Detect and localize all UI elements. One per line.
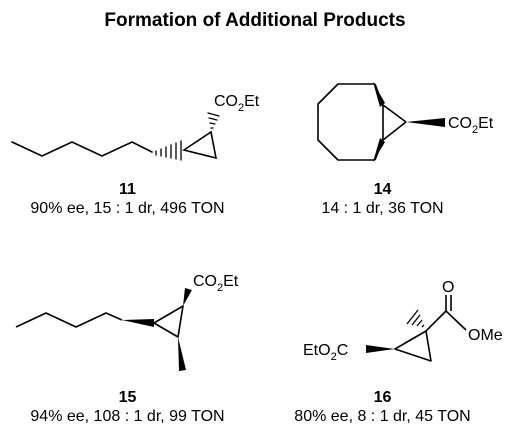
caption-compound-14: 14 14 : 1 dr, 36 TON (255, 180, 510, 218)
structure-11 (11, 112, 220, 161)
ester-label-15: CO2Et (193, 273, 239, 294)
caption-compound-11: 11 90% ee, 15 : 1 dr, 496 TON (0, 180, 255, 218)
cyclopropane-15 (153, 305, 184, 338)
cyclooctane-ring (317, 83, 375, 161)
hashed-bond-16 (406, 309, 425, 328)
structure-16 (394, 295, 467, 362)
hashed-bond-11b (207, 112, 220, 129)
compound-number-11: 11 (119, 181, 136, 198)
wedge-bond-14b (373, 138, 385, 162)
ester-label-11: CO2Et (214, 93, 260, 114)
cyclopropane-16 (394, 330, 432, 362)
compound-result-15: 94% ee, 108 : 1 dr, 99 TON (30, 408, 225, 425)
caption-compound-16: 16 80% ee, 8 : 1 dr, 45 TON (255, 388, 510, 426)
wedge-bond-14c (406, 118, 445, 127)
figure-title: Formation of Additional Products (104, 10, 406, 31)
hashed-bond-11 (155, 140, 182, 161)
wedge-bond-16 (366, 345, 395, 353)
cyclopropane-11 (182, 130, 218, 160)
compound-result-16: 80% ee, 8 : 1 dr, 45 TON (294, 408, 471, 425)
wedge-bond-15c (178, 337, 186, 371)
structure-14 (317, 83, 407, 161)
ester-label-16: EtO2C (303, 342, 348, 363)
carbonyl-oxygen-label: O (442, 279, 454, 296)
compound-result-14: 14 : 1 dr, 36 TON (321, 200, 444, 217)
compound-result-11: 90% ee, 15 : 1 dr, 496 TON (30, 200, 225, 217)
methoxy-label: OMe (468, 327, 503, 344)
wedge-bond-14a (373, 82, 385, 107)
compound-number-15: 15 (118, 389, 137, 406)
caption-compound-15: 15 94% ee, 108 : 1 dr, 99 TON (0, 388, 255, 426)
structure-15 (15, 305, 184, 338)
compound-number-14: 14 (373, 181, 392, 198)
ester-label-14: CO2Et (448, 115, 494, 136)
wedge-bond-15a (122, 319, 154, 327)
wedge-bond-15b (183, 288, 192, 306)
hexyl-chain (11, 141, 153, 157)
pentyl-chain (15, 312, 123, 328)
compound-number-16: 16 (373, 389, 392, 406)
